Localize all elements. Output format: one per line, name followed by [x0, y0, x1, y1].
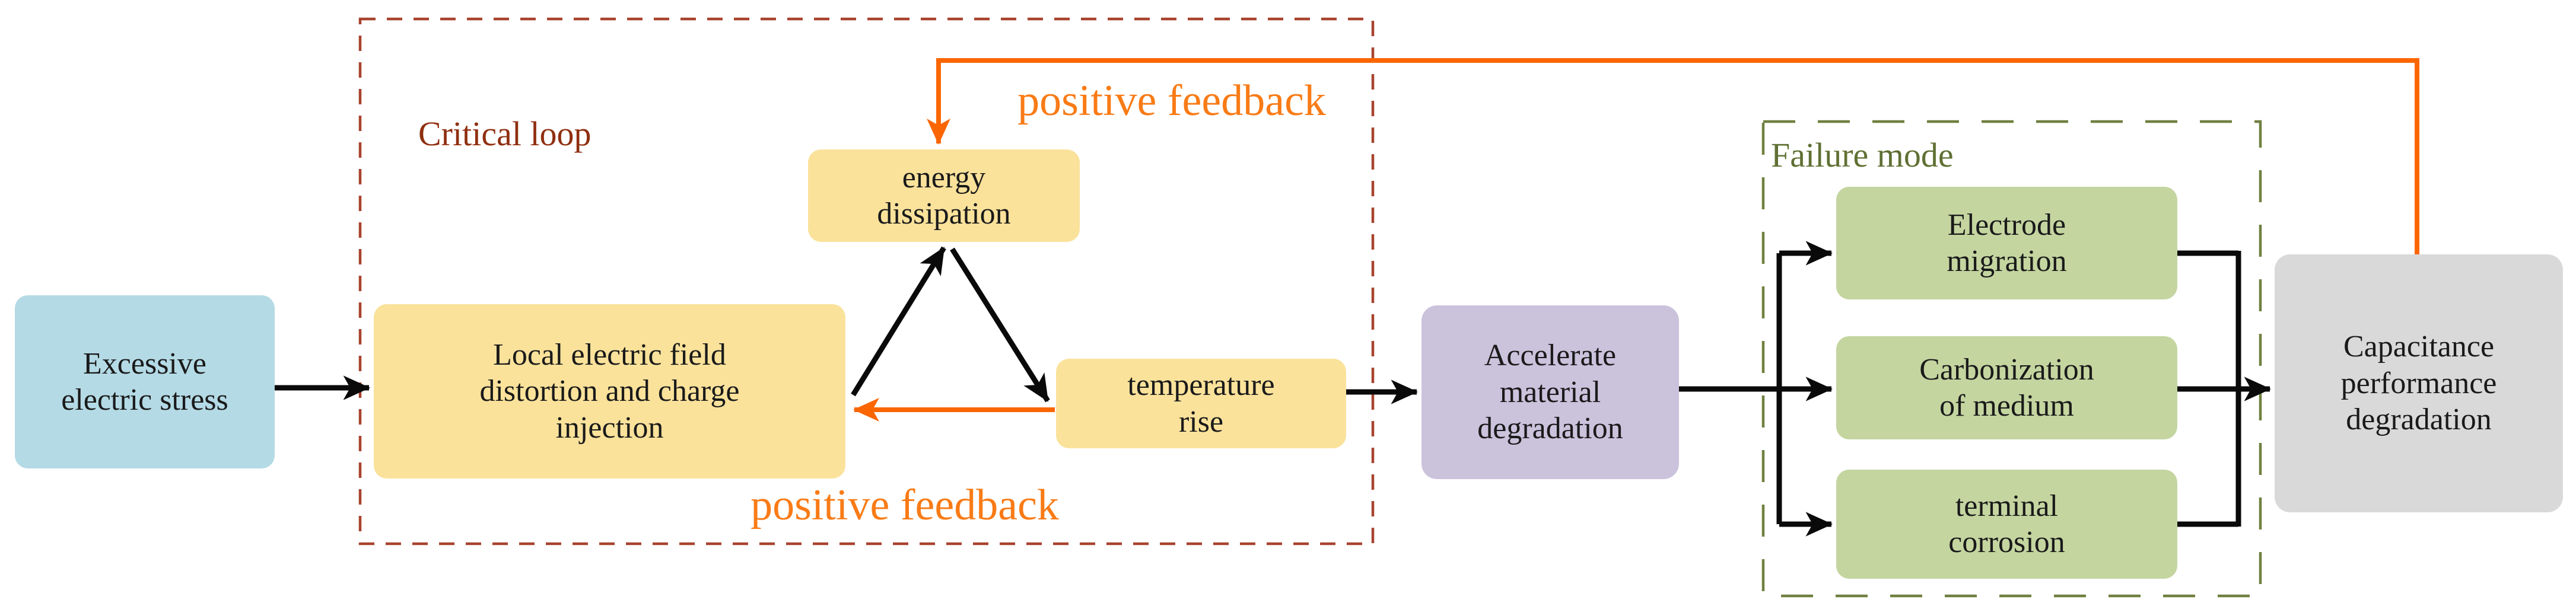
node-carbonization-of-medium: Carbonization of medium: [1836, 336, 2177, 439]
failure-mode-frame: [1761, 120, 2262, 598]
positive-feedback-label-bottom: positive feedback: [750, 481, 1059, 530]
node-temperature-rise: temperature rise: [1056, 359, 1346, 448]
node-label: energy dissipation: [877, 160, 1011, 231]
arrow-capacitance-to-energy-feedback: [927, 58, 2419, 254]
node-terminal-corrosion: terminal corrosion: [1836, 470, 2177, 579]
critical-loop-frame: [358, 17, 1375, 546]
node-accelerate-material-degradation: Accelerate material degradation: [1421, 305, 1679, 479]
node-label: Electrode migration: [1947, 208, 2067, 278]
node-label: Accelerate material degradation: [1477, 339, 1623, 446]
node-electrode-migration: Electrode migration: [1836, 187, 2177, 299]
node-local-field-distortion: Local electric field distortion and char…: [374, 304, 845, 479]
critical-loop-label: Critical loop: [418, 114, 591, 153]
node-excessive-electric-stress: Excessive electric stress: [15, 295, 275, 468]
node-label: terminal corrosion: [1948, 489, 2065, 559]
node-label: temperature rise: [1127, 368, 1275, 439]
node-label: Excessive electric stress: [61, 346, 228, 417]
node-capacitance-performance-degradation: Capacitance performance degradation: [2275, 254, 2563, 512]
failure-mode-label: Failure mode: [1771, 136, 1954, 174]
node-label: Carbonization of medium: [1919, 352, 2094, 423]
positive-feedback-label-top: positive feedback: [1017, 76, 1326, 125]
node-label: Local electric field distortion and char…: [479, 337, 740, 445]
node-label: Capacitance performance degradation: [2340, 330, 2497, 437]
node-energy-dissipation: energy dissipation: [808, 149, 1080, 242]
arrow-energy-to-temperature: [950, 247, 1050, 403]
arrow-local-to-energy: [851, 246, 946, 397]
